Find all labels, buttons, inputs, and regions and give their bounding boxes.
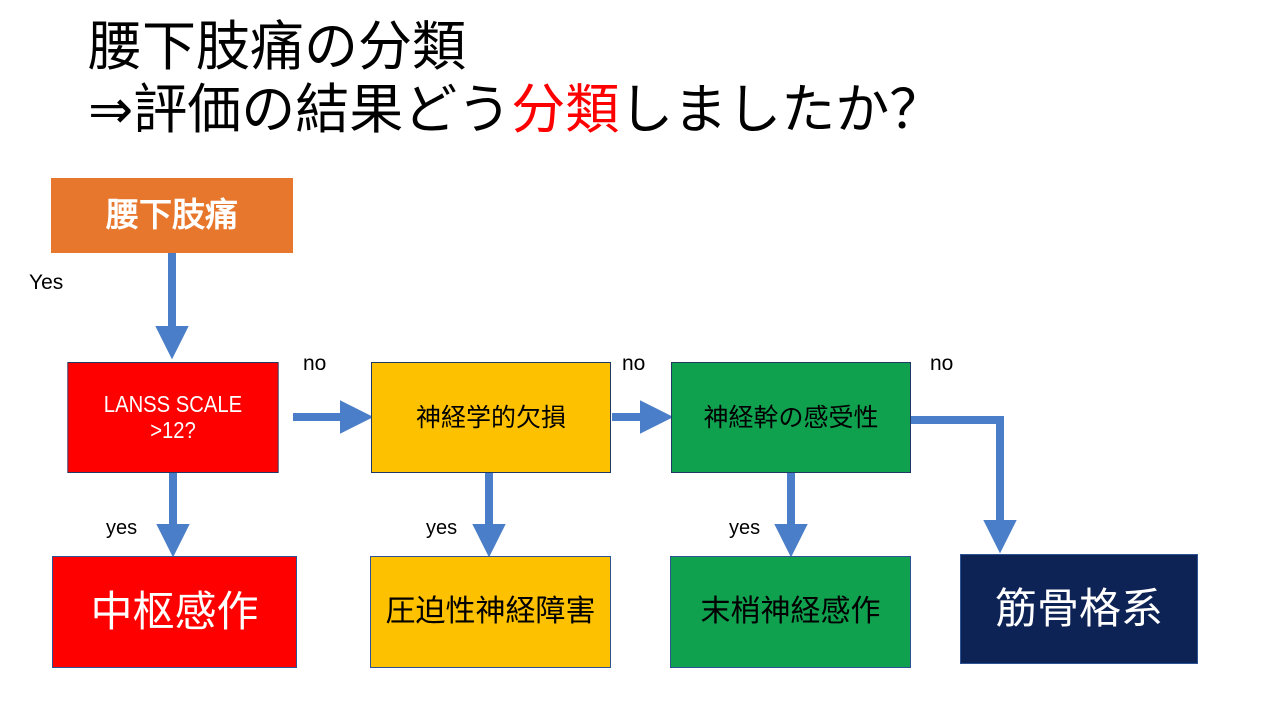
edge-label-start-yes: Yes bbox=[29, 271, 64, 294]
node-outcome-compressive-neuropathy-label: 圧迫性神経障害 bbox=[385, 595, 596, 629]
node-decision-nerve-trunk-sensitivity[interactable]: 神経幹の感受性 bbox=[671, 362, 911, 473]
page-title: 腰下肢痛の分類 ⇒評価の結果どう分類しましたか？ bbox=[88, 16, 1208, 141]
edge-label-no-2: no bbox=[622, 352, 646, 375]
node-start-lumbar-leg-pain[interactable]: 腰下肢痛 bbox=[51, 178, 293, 253]
node-outcome-musculoskeletal[interactable]: 筋骨格系 bbox=[960, 554, 1198, 664]
title-highlight-word: 分類 bbox=[511, 79, 620, 140]
edge-label-yes-3: yes bbox=[729, 517, 761, 539]
title-line-1: 腰下肢痛の分類 bbox=[88, 17, 466, 77]
node-decision-lanss-line2: >12? bbox=[150, 416, 196, 443]
title-line-2-prefix: ⇒評価の結果どう bbox=[88, 79, 512, 140]
node-outcome-central-sensitization-label: 中枢感作 bbox=[90, 588, 259, 636]
node-outcome-peripheral-nerve-sensitization[interactable]: 末梢神経感作 bbox=[670, 556, 911, 668]
node-decision-neuro-deficit-label: 神経学的欠損 bbox=[415, 403, 566, 432]
edge-label-no-3: no bbox=[930, 352, 954, 375]
title-line-2: ⇒評価の結果どう分類しましたか？ bbox=[88, 79, 1208, 142]
connector-nerve-trunk-to-musculoskeletal bbox=[911, 416, 1017, 554]
edge-label-yes-1: yes bbox=[106, 517, 138, 539]
node-decision-lanss-scale[interactable]: LANSS SCALE>12? bbox=[67, 362, 279, 473]
node-outcome-central-sensitization[interactable]: 中枢感作 bbox=[52, 556, 297, 668]
node-outcome-peripheral-nerve-sensitization-label: 末梢神経感作 bbox=[700, 595, 881, 629]
node-decision-nerve-trunk-label: 神経幹の感受性 bbox=[703, 403, 879, 432]
node-decision-lanss-line1: LANSS SCALE bbox=[103, 390, 243, 417]
node-start-label: 腰下肢痛 bbox=[106, 196, 238, 234]
node-decision-lanss-label: LANSS SCALE>12? bbox=[68, 390, 277, 444]
title-line-2-suffix: しましたか？ bbox=[619, 79, 944, 140]
node-outcome-compressive-neuropathy[interactable]: 圧迫性神経障害 bbox=[370, 556, 611, 668]
edge-label-yes-2: yes bbox=[426, 517, 458, 539]
edge-label-no-1: no bbox=[303, 352, 327, 375]
node-outcome-musculoskeletal-label: 筋骨格系 bbox=[994, 585, 1163, 633]
node-decision-neuro-deficit[interactable]: 神経学的欠損 bbox=[371, 362, 611, 473]
